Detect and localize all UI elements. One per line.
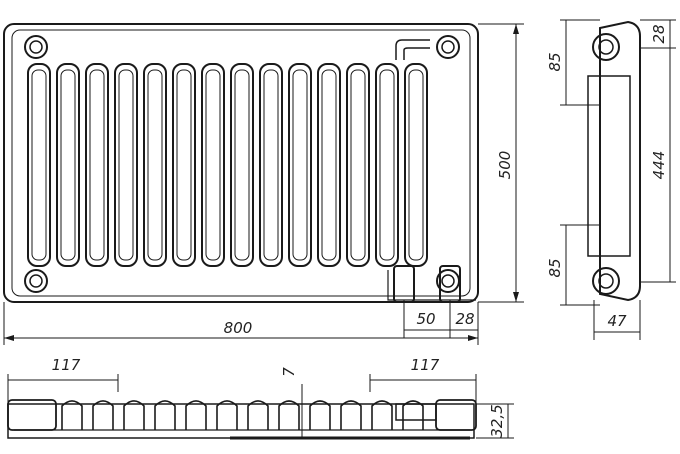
fin-inner <box>205 69 221 261</box>
dimension-height: 500 <box>478 23 524 303</box>
fin <box>375 63 399 267</box>
top-fin <box>278 400 300 430</box>
offset-label-a: 50 <box>416 310 435 328</box>
dimension-offsets: 50 28 <box>403 300 478 338</box>
front-view: 800 50 28 500 <box>3 23 524 345</box>
top-fin <box>340 400 362 430</box>
dimension-width: 800 <box>3 302 479 345</box>
fin <box>259 63 283 267</box>
fin-inner <box>234 69 250 261</box>
fin-inner <box>350 69 366 261</box>
top-fin <box>92 400 114 430</box>
socket-bottom-left <box>24 269 48 293</box>
top-fins <box>61 400 424 430</box>
top-fin <box>123 400 145 430</box>
width-label: 800 <box>224 319 253 337</box>
fin-inner <box>118 69 134 261</box>
top-fin <box>61 400 83 430</box>
fin <box>27 63 51 267</box>
fin-inner <box>31 69 47 261</box>
fin-inner <box>89 69 105 261</box>
fin <box>143 63 167 267</box>
side-bracket <box>587 75 631 257</box>
fin-inner <box>147 69 163 261</box>
center-distance-label: 444 <box>650 151 668 180</box>
top-fin <box>309 400 331 430</box>
top-fin <box>371 400 393 430</box>
side-port-upper <box>592 33 620 61</box>
thickness-label: 32,5 <box>488 404 506 437</box>
valve-pipe <box>387 39 476 303</box>
fin <box>230 63 254 267</box>
upper-port-label: 85 <box>546 52 564 71</box>
gap-label: 7 <box>280 367 298 377</box>
top-offset-label: 28 <box>650 24 668 43</box>
fin <box>346 63 370 267</box>
side-port-lower <box>592 267 620 295</box>
fin <box>201 63 225 267</box>
top-fin <box>154 400 176 430</box>
socket-top-left <box>24 35 48 59</box>
fin <box>172 63 196 267</box>
top-profile <box>7 403 475 439</box>
front-panel-inner <box>11 29 471 297</box>
fin <box>56 63 80 267</box>
fin-inner <box>263 69 279 261</box>
top-fin <box>402 400 424 430</box>
left-bracket-label: 117 <box>52 356 81 374</box>
fin <box>114 63 138 267</box>
fin-inner <box>292 69 308 261</box>
fin <box>404 63 428 267</box>
fin-inner <box>60 69 76 261</box>
top-end-cap-left <box>7 399 57 431</box>
depth-label: 47 <box>607 312 627 330</box>
right-bracket-label: 117 <box>411 356 440 374</box>
lower-port-label: 85 <box>546 258 564 277</box>
fin <box>288 63 312 267</box>
top-fin <box>185 400 207 430</box>
socket-top-right <box>436 35 460 59</box>
front-panel-outline <box>3 23 479 303</box>
top-valve <box>395 403 437 421</box>
fin <box>85 63 109 267</box>
height-label: 500 <box>496 151 514 180</box>
side-view: 85 85 28 444 47 <box>546 19 676 340</box>
fin-inner <box>379 69 395 261</box>
fin-inner <box>176 69 192 261</box>
top-fin <box>216 400 238 430</box>
fin-inner <box>321 69 337 261</box>
top-fin <box>247 400 269 430</box>
fin-inner <box>408 69 424 261</box>
side-profile <box>599 20 641 302</box>
fin <box>317 63 341 267</box>
offset-label-b: 28 <box>455 310 474 328</box>
top-view: 117 117 7 32,5 <box>7 356 514 440</box>
convector-fins <box>27 63 428 267</box>
